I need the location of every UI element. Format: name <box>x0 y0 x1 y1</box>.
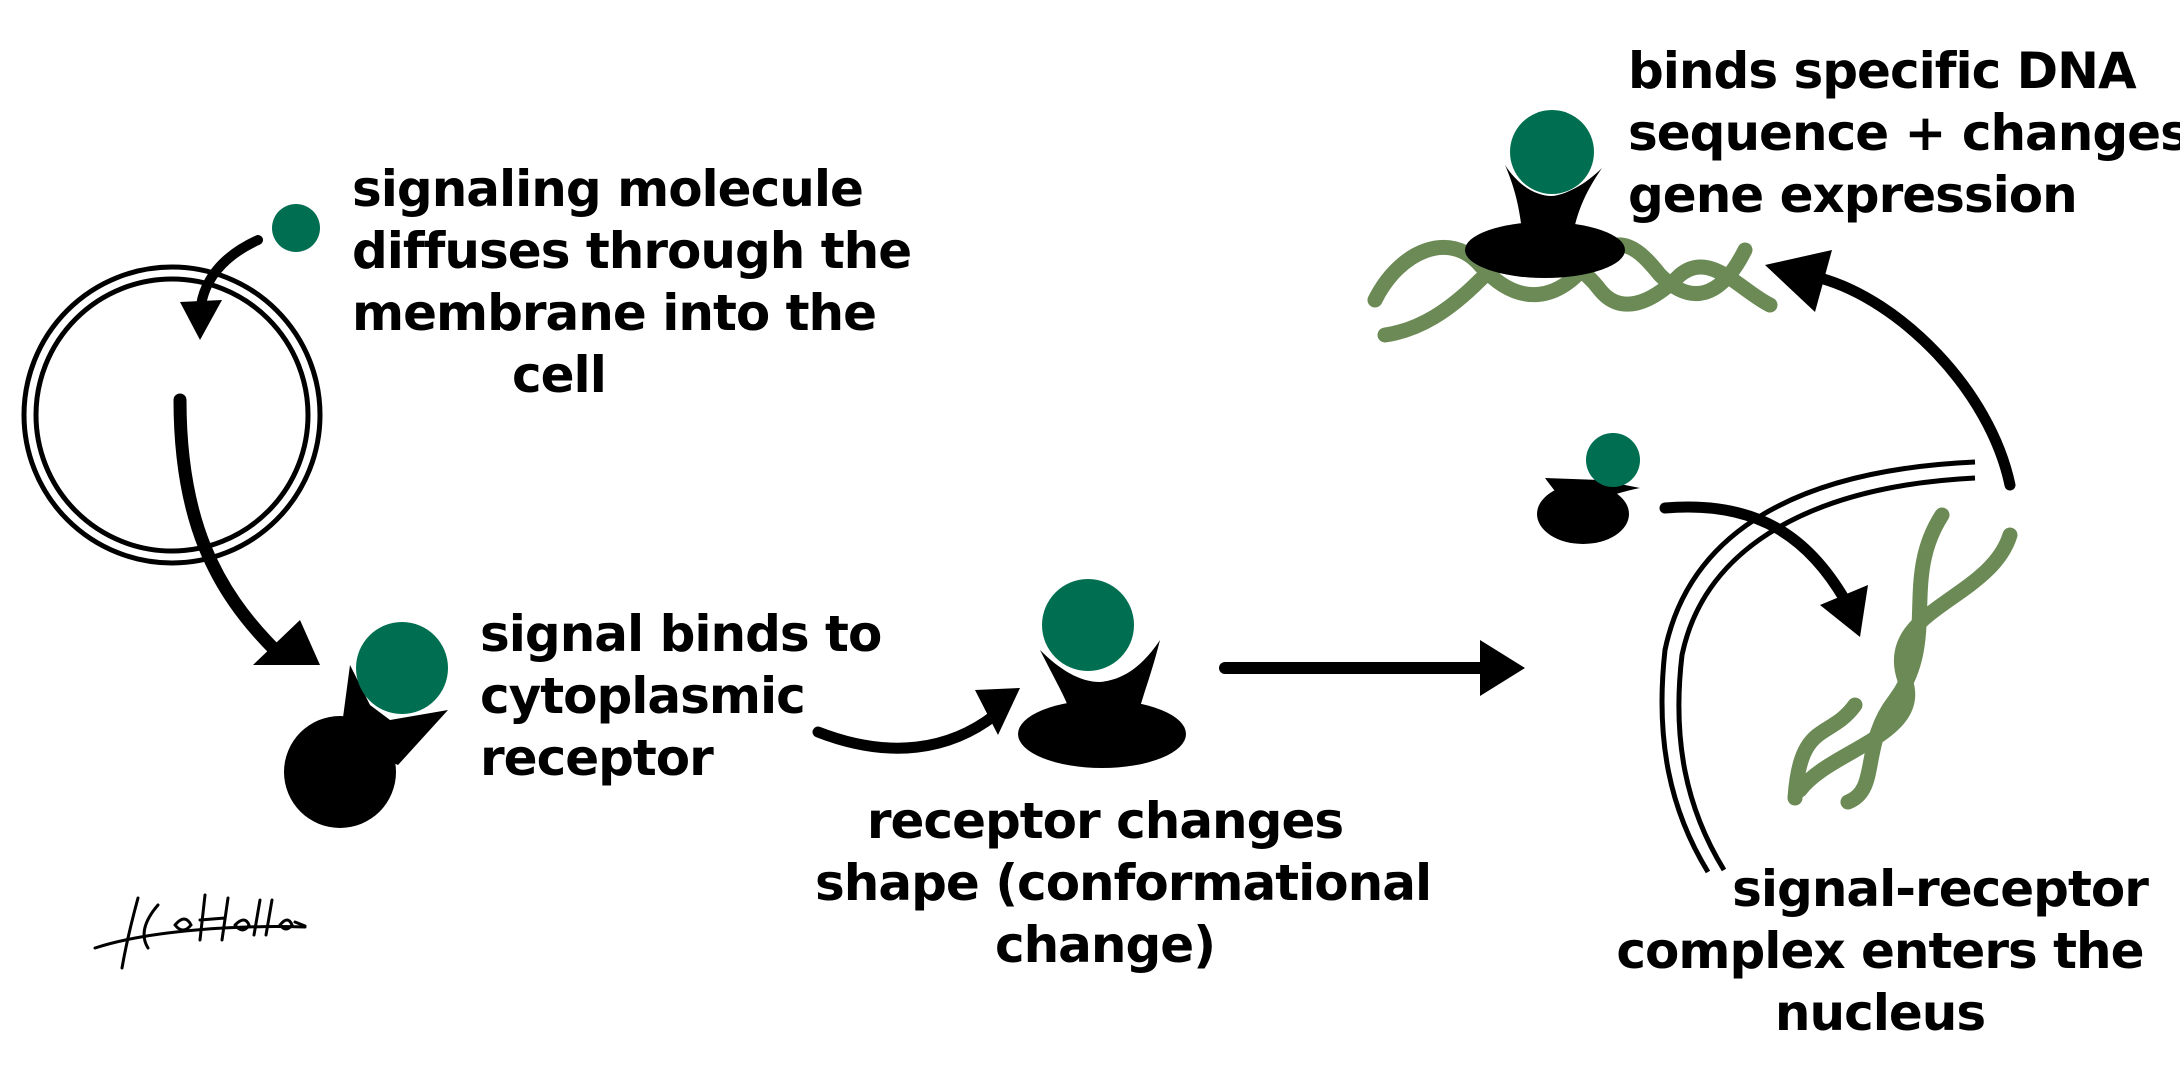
signal-molecule-bound <box>356 622 448 714</box>
receptor-complex-dna <box>1465 165 1625 278</box>
signal-molecule-nucleus <box>1586 433 1640 487</box>
label-line: signal-receptor <box>1732 860 2149 918</box>
label-step5-gene-expression: binds specific DNA sequence + changes ge… <box>1628 40 2180 226</box>
label-line: diffuses through the <box>352 222 912 280</box>
label-line: cell <box>512 346 607 404</box>
label-step2-binding: signal binds to cytoplasmic receptor <box>480 603 882 789</box>
arrow-to-gene-expression <box>1765 250 2016 491</box>
cell-membrane <box>21 264 323 566</box>
label-line: nucleus <box>1774 984 1986 1042</box>
label-line: shape (conformational <box>815 854 1432 912</box>
label-line: receptor <box>480 729 714 787</box>
label-line: membrane into the <box>352 284 877 342</box>
label-line: receptor changes <box>866 792 1344 850</box>
arrow-to-dna <box>1659 501 1868 637</box>
label-line: complex enters the <box>1616 922 2144 980</box>
signal-molecule-changed <box>1042 579 1134 671</box>
arrow-binding-to-shape <box>812 688 1020 754</box>
entry-arrow <box>173 393 320 665</box>
receptor-changed <box>1018 640 1186 768</box>
receptor-complex-nucleus <box>1537 478 1640 544</box>
receptor-unbound <box>284 665 448 828</box>
signal-molecule-outside <box>272 204 320 252</box>
label-line: sequence + changes <box>1628 104 2180 162</box>
artist-signature <box>93 893 307 970</box>
label-line: gene expression <box>1628 166 2078 224</box>
diffusion-arrow <box>180 235 263 340</box>
label-step1-diffusion: signaling molecule diffuses through the … <box>352 158 912 406</box>
label-line: cytoplasmic <box>480 667 806 725</box>
label-line: signal binds to <box>480 605 882 663</box>
label-step4-nucleus: signal-receptor complex enters the nucle… <box>1600 858 2160 1044</box>
label-line: binds specific DNA <box>1628 42 2137 100</box>
signal-molecule-dna <box>1510 110 1594 194</box>
arrow-to-nucleus <box>1219 640 1525 696</box>
dna-helix-nucleus <box>1787 507 2018 810</box>
label-step3-shape-change: receptor changes shape (conformational c… <box>815 790 1432 976</box>
nuclear-envelope <box>1659 459 1976 874</box>
label-line: change) <box>994 916 1216 974</box>
label-line: signaling molecule <box>352 160 864 218</box>
